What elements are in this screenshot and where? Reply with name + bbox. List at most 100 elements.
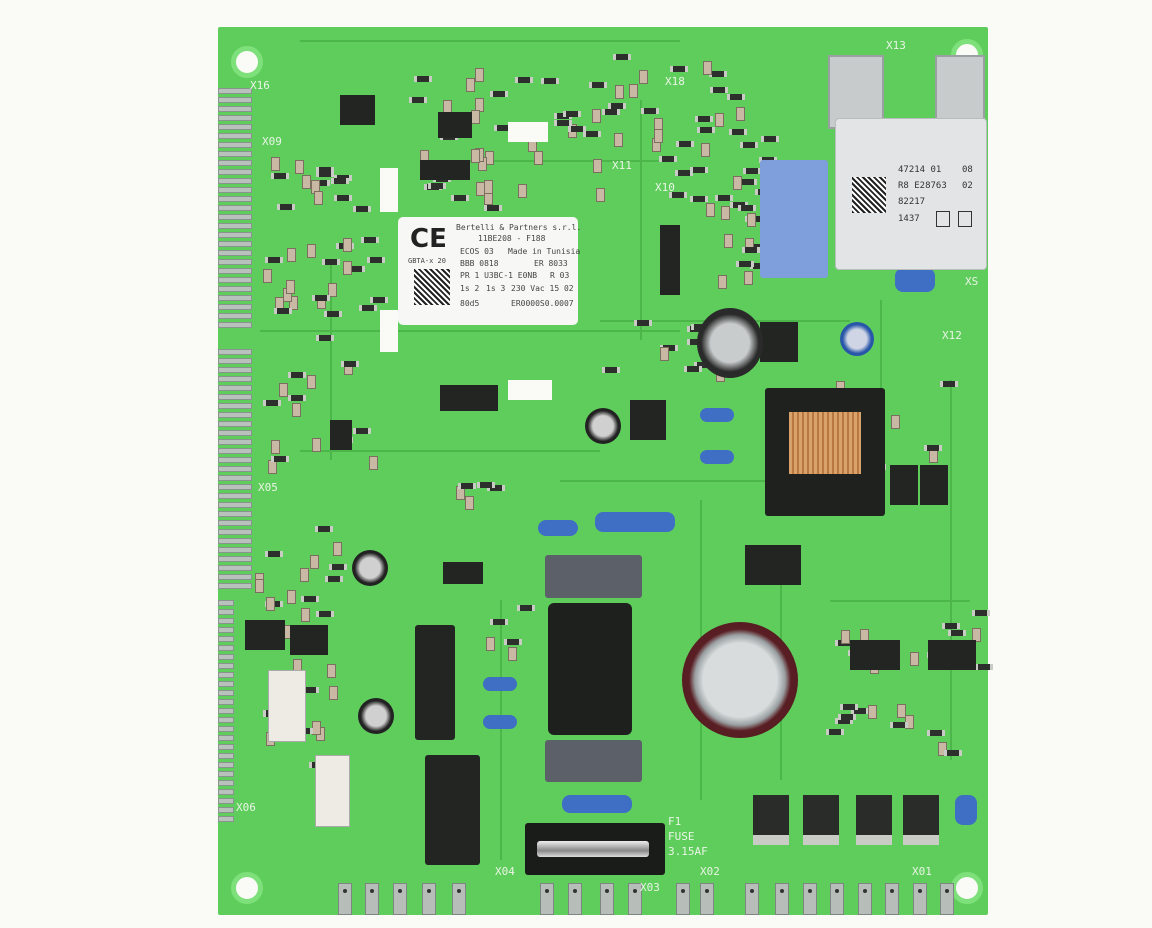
smd-resistor [867, 705, 877, 720]
smd-component [659, 156, 678, 163]
pcb-trace [300, 450, 600, 452]
smd-component [489, 91, 508, 98]
smd-component [742, 247, 761, 254]
label-text: Bertelli & Partners s.r.l. [456, 223, 582, 232]
smd-resistor [840, 629, 850, 644]
smd-component [941, 622, 960, 629]
wire-connector [268, 670, 306, 742]
connector-pin [218, 115, 252, 121]
smd-resistor [343, 238, 353, 253]
smd-resistor [659, 346, 669, 361]
label-text: 1s 2 [460, 284, 480, 293]
smd-resistor [466, 78, 476, 93]
smd-resistor [287, 247, 297, 262]
choke-bottom [545, 740, 642, 782]
capacitor-blue [955, 795, 977, 825]
smd-component [851, 708, 870, 715]
smd-component [634, 320, 653, 326]
terminal-pin [830, 883, 844, 915]
connector-pin [218, 556, 252, 562]
power-transistor [803, 795, 839, 845]
connector-pin [218, 717, 234, 723]
smd-resistor [474, 67, 484, 82]
connector-pin [218, 268, 252, 274]
pcb-trace [330, 260, 332, 460]
terminal-pin [913, 883, 927, 915]
connector-pin [218, 502, 252, 508]
connector-pin [218, 313, 252, 319]
smd-resistor [328, 282, 338, 297]
connector-pin [218, 232, 252, 238]
pcb-trace [260, 330, 680, 332]
integrated-circuit [443, 562, 483, 584]
connector-pin [218, 565, 252, 571]
smd-component [582, 130, 601, 137]
connector-pin [218, 780, 234, 786]
smd-resistor [310, 554, 320, 569]
slot [380, 168, 398, 212]
smd-resistor [301, 608, 311, 623]
smd-resistor [508, 646, 518, 661]
connector-pin [218, 538, 252, 544]
smd-component [264, 550, 283, 557]
connector-pin [218, 511, 252, 517]
connector-pin [218, 798, 234, 804]
smd-component [360, 237, 379, 244]
smd-component [602, 108, 621, 115]
smd-resistor [295, 159, 305, 174]
smd-resistor [592, 159, 602, 174]
smd-resistor [705, 202, 715, 217]
smd-component [288, 395, 307, 402]
smd-component [490, 619, 509, 626]
smd-component [926, 729, 945, 736]
smd-component [838, 713, 857, 720]
terminal-pin [745, 883, 759, 915]
connector-pin [218, 304, 252, 310]
pcb-trace [950, 380, 952, 760]
connector-pin [218, 385, 252, 391]
connector-pin [218, 636, 234, 642]
smd-component [588, 81, 607, 88]
slot [508, 380, 552, 400]
connector-pin [218, 466, 252, 472]
smd-resistor [629, 84, 639, 99]
connector-pin [218, 609, 234, 615]
connector-pin [218, 322, 252, 328]
line-filter [548, 603, 632, 735]
label-text: PR 1 U3BC-1 E0NB [460, 271, 538, 280]
smd-component [943, 749, 962, 756]
smd-component [504, 639, 523, 646]
smd-resistor [343, 261, 353, 276]
capacitor-blue [700, 408, 734, 422]
connector-pin [218, 457, 252, 463]
smd-resistor [465, 496, 475, 511]
connector-pin [218, 430, 252, 436]
smd-component [738, 205, 757, 212]
smd-component [316, 167, 335, 174]
smd-resistor [484, 180, 494, 195]
connector-pin [218, 654, 234, 660]
pcb-trace [300, 40, 680, 42]
electrolytic-capacitor [358, 698, 394, 734]
smd-resistor [266, 597, 276, 612]
connector-pin [218, 178, 252, 184]
connector-pin [218, 816, 234, 822]
pcb-trace [830, 600, 970, 602]
terminal-pin [452, 883, 466, 915]
wire-connector [315, 755, 350, 827]
connector-pin [218, 403, 252, 409]
integrated-circuit [290, 625, 328, 655]
connector-pin [218, 690, 234, 696]
power-transistor [753, 795, 789, 845]
terminal-pin [365, 883, 379, 915]
mounting-hole [231, 46, 263, 78]
smd-component [483, 204, 502, 211]
smd-resistor [714, 113, 724, 128]
smd-component [840, 703, 859, 710]
connector-pin [218, 726, 234, 732]
smd-component [971, 610, 990, 617]
slot [380, 310, 398, 352]
label-text: GBTA-x 20 [408, 257, 446, 265]
smd-component [742, 168, 761, 175]
smd-component [270, 455, 289, 462]
